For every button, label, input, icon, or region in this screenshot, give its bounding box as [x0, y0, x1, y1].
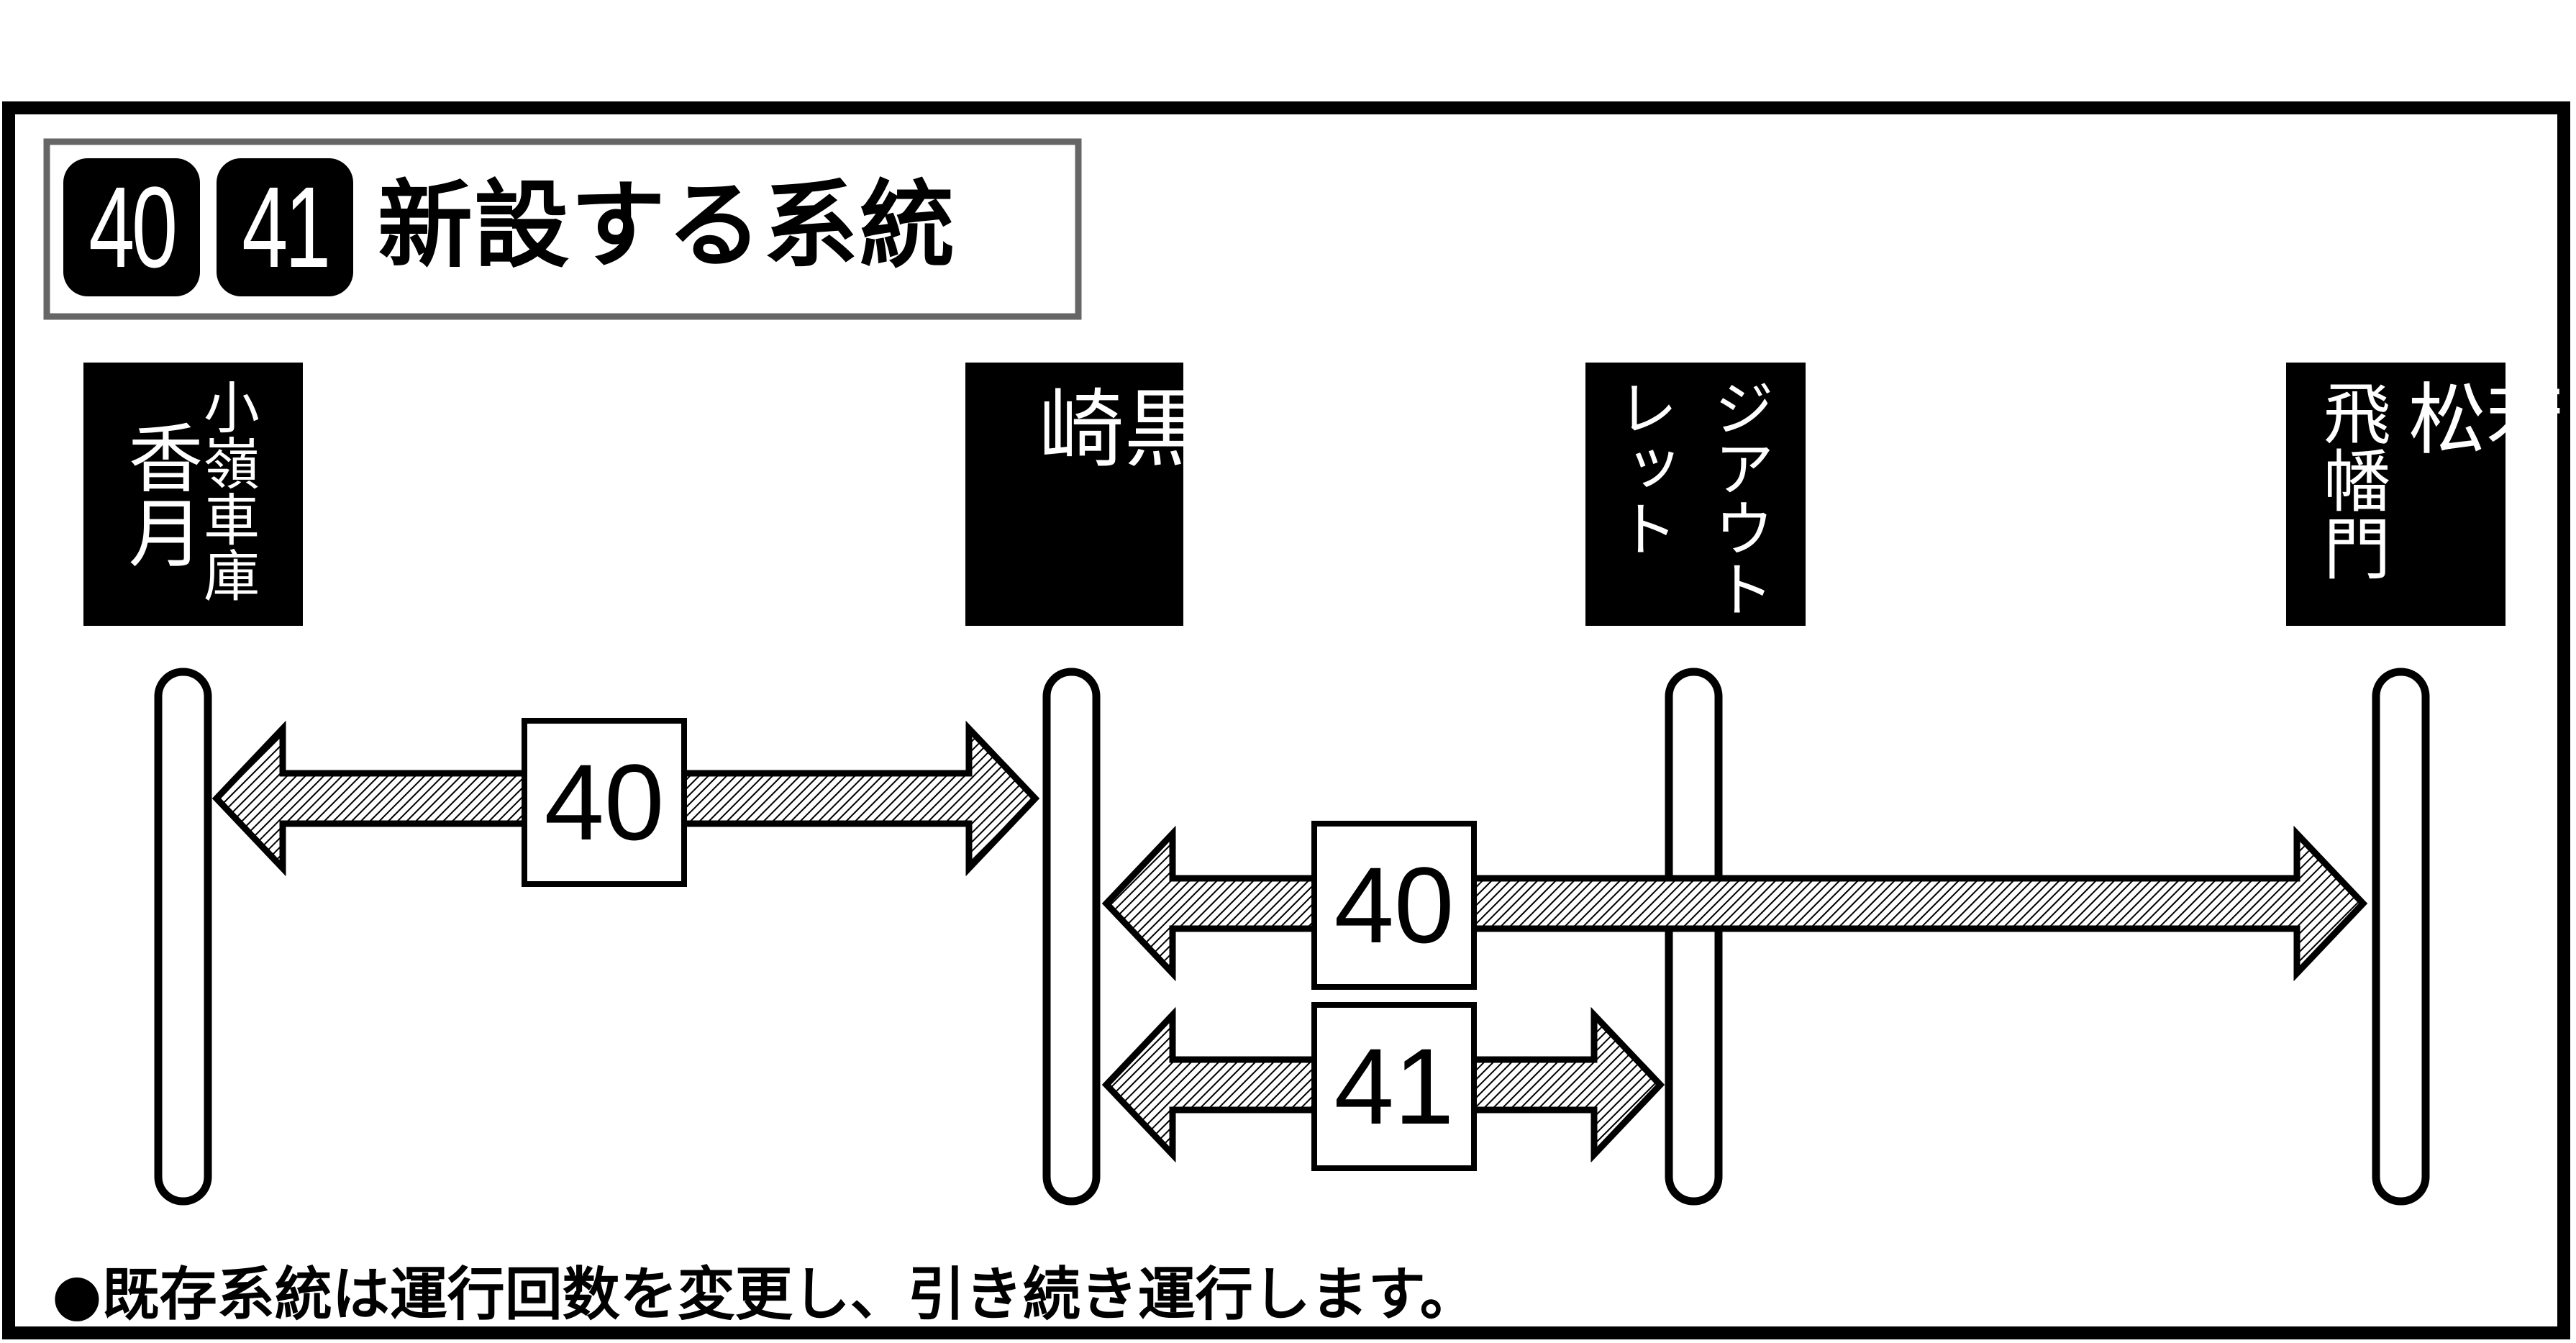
route-badge-40: 40 [63, 158, 200, 296]
route-label-box [1311, 1002, 1477, 1171]
station-kazuki: 香月 小嶺車庫 [83, 363, 303, 626]
stop-pole-2 [1665, 668, 1723, 1206]
station-name-line1: ジアウト [1704, 377, 1775, 619]
badge-number: 40 [88, 163, 178, 291]
station-subname: 飛幡門 [2311, 378, 2390, 581]
page-title: 新設する系統 [378, 170, 956, 281]
route-badge-41: 41 [217, 158, 353, 296]
route-number-label: 40 [544, 742, 665, 862]
outer-frame [2, 101, 2570, 1339]
stop-pole-0 [154, 668, 212, 1206]
station-name: 香月 [115, 419, 203, 569]
station-outlet: ジアウト レット [1585, 363, 1806, 626]
stop-pole-3 [2372, 668, 2430, 1206]
route-label-box [522, 718, 687, 887]
station-name: 若松 [2395, 378, 2563, 521]
station-subname: 小嶺車庫 [194, 378, 259, 603]
station-kurosaki: 黒崎 [965, 363, 1209, 626]
route-label-box [1311, 821, 1477, 990]
route-number-label: 40 [1334, 845, 1455, 965]
station-name: 黒崎 [1024, 384, 1209, 527]
route-arrow-1 [1101, 825, 2368, 982]
stop-pole-1 [1042, 668, 1101, 1206]
route-number-label: 41 [1334, 1026, 1455, 1147]
station-wakamatsu: 若松 飛幡門 [2286, 363, 2563, 626]
station-name-line2: レット [1608, 377, 1678, 558]
title-frame [43, 138, 1082, 320]
footer-note: ●既存系統は運行回数を変更し、引き続き運行します。 [52, 1261, 1478, 1328]
badge-number: 41 [242, 163, 331, 291]
